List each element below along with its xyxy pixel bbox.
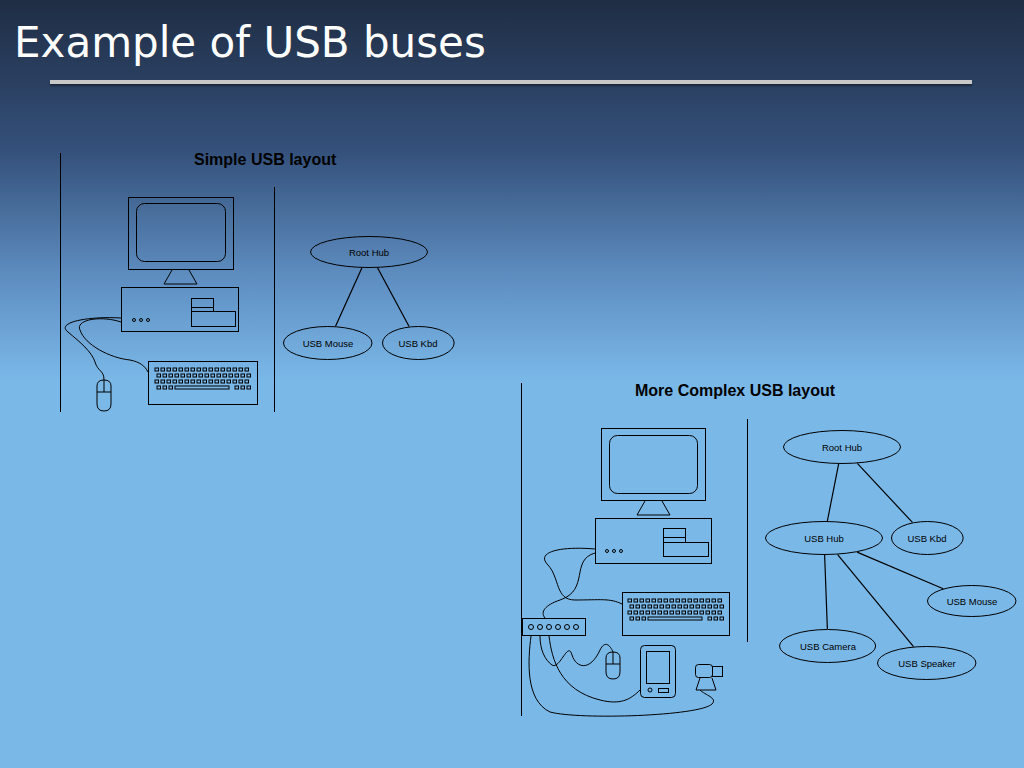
- node-label: USB Mouse: [303, 338, 354, 349]
- ellipse-node: USB Camera: [779, 629, 876, 663]
- node-label: USB Mouse: [947, 596, 998, 607]
- ellipse-node: Root Hub: [783, 430, 901, 464]
- tree-connector: [825, 555, 828, 629]
- node-label: USB Camera: [800, 641, 856, 652]
- tree-connector: [827, 464, 838, 521]
- node-label: USB Kbd: [398, 338, 437, 349]
- node-label: Root Hub: [822, 442, 862, 453]
- ellipse-node: USB Speaker: [877, 646, 976, 680]
- ellipse-node: USB Kbd: [891, 521, 964, 555]
- computer-illustration: [65, 198, 257, 412]
- title-rule: [50, 80, 972, 84]
- computer-illustration: [523, 429, 730, 717]
- tree-connector: [838, 555, 914, 647]
- ellipse-node: USB Mouse: [283, 326, 372, 360]
- divider-line: [521, 383, 522, 716]
- section-heading: More Complex USB layout: [635, 382, 835, 400]
- usb-hub-illustration: [523, 619, 586, 636]
- node-label: USB Speaker: [898, 658, 956, 669]
- node-label: USB Kbd: [907, 533, 946, 544]
- ellipse-node: Root Hub: [310, 236, 428, 268]
- divider-line: [274, 187, 275, 412]
- tree-connector: [378, 268, 410, 327]
- ellipse-node: USB Kbd: [382, 326, 455, 360]
- divider-line: [60, 153, 61, 412]
- tree-connector: [857, 552, 943, 589]
- section-heading: Simple USB layout: [194, 151, 336, 169]
- node-label: USB Hub: [804, 533, 844, 544]
- node-label: Root Hub: [349, 247, 389, 258]
- page-title: Example of USB buses: [14, 18, 486, 67]
- ellipse-node: USB Hub: [765, 521, 883, 555]
- ellipse-node: USB Mouse: [927, 585, 1016, 617]
- divider-line: [747, 419, 748, 642]
- tree-connector: [336, 268, 362, 326]
- tree-connector: [857, 463, 912, 522]
